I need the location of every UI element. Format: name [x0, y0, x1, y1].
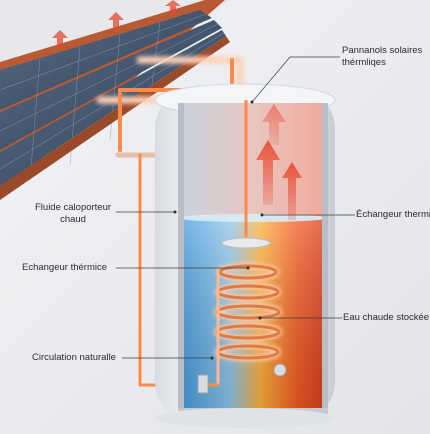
- label-exchanger-right: Échangeur thermiq: [356, 209, 430, 220]
- label-hot-water: Eau chaude stockée: [343, 312, 430, 323]
- arrow-up-icon: [256, 104, 302, 220]
- label-solar-panels: Pannanols solaires thérmliqes: [342, 45, 423, 68]
- heat-exchanger-coil: [203, 263, 282, 387]
- label-exchanger-left: Echangeur thérmice: [22, 262, 108, 273]
- label-heat-fluid: Fluide caloporteur chaud: [35, 202, 112, 225]
- label-natural-circulation: Circulation naturalle: [32, 352, 116, 363]
